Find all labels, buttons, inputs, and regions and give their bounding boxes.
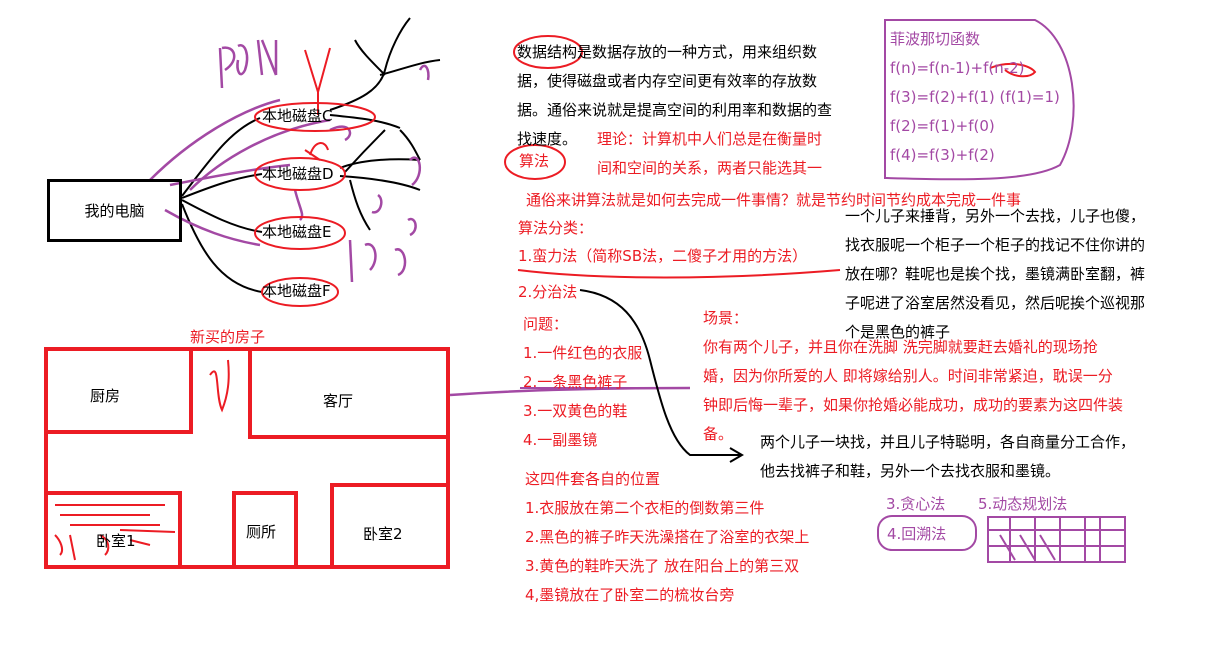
intro-paragraph: 数据结构是数据存放的一种方式，用来组织数 据，使得磁盘或者内存空间更有效率的存放… <box>517 38 832 154</box>
problem-list: 问题： 1.一件红色的衣服 2.一条黑色裤子 3.一双黄色的鞋 4.一副墨镜 <box>523 310 642 455</box>
scenario-line: 婚，因为你所爱的人 即将嫁给别人。时间非常紧迫，耽误一分 <box>703 367 1113 385</box>
algorithm-definition: 通俗来讲算法就是如何去完成一件事情？就是节约时间节约成本完成一件事 <box>526 191 1022 209</box>
classification-title: 算法分类： <box>518 219 594 237</box>
divide-arrow <box>579 289 744 463</box>
theory-text: 理论：计算机中人们总是在衡量时 间和空间的关系，两者只能选其一 <box>597 125 822 183</box>
fibonacci-block: 菲波那切函数 f(n)=f(n-1)+f(n-2) f(3)=f(2)+f(1)… <box>890 25 1060 170</box>
problem-item: 3.一双黄色的鞋 <box>523 402 628 420</box>
story-line: 他去找裤子和鞋，另外一个去找衣服和墨镜。 <box>760 462 1061 480</box>
story-line: 子呢进了浴室居然没看见，然后呢挨个巡视那 <box>845 294 1146 312</box>
story-line: 两个儿子一块找，并且儿子特聪明，各自商量分工合作， <box>760 433 1136 451</box>
disk-f-label: 本地磁盘F <box>262 282 331 300</box>
problem-title: 问题： <box>523 315 569 333</box>
disk-e-label: 本地磁盘E <box>262 223 332 241</box>
fibonacci-line: f(n)=f(n-1)+f(n-2) <box>890 59 1025 77</box>
my-computer-box: 我的电脑 <box>47 179 182 242</box>
fibonacci-line: f(4)=f(3)+f(2) <box>890 146 995 164</box>
computer-disk-links <box>181 17 441 293</box>
scenario-title: 场景： <box>703 309 749 327</box>
scenario-line: 你有两个儿子，并且你在洗脚 洗完脚就要赶去婚礼的现场抢 <box>703 338 1098 356</box>
story-line: 一个儿子来捶背，另外一个去找，儿子也傻， <box>845 207 1146 225</box>
problem-item: 2.一条黑色裤子 <box>523 373 628 391</box>
theory-line: 理论：计算机中人们总是在衡量时 <box>597 130 823 148</box>
divide-conquer-story: 两个儿子一块找，并且儿子特聪明，各自商量分工合作， 他去找裤子和鞋，另外一个去找… <box>760 428 1135 486</box>
fibonacci-line: f(2)=f(1)+f(0) <box>890 117 995 135</box>
story-line: 放在哪？鞋呢也是挨个找，墨镜满卧室翻，裤 <box>845 265 1146 283</box>
theory-line: 间和空间的关系，两者只能选其一 <box>597 159 823 177</box>
greedy-method: 3.贪心法 <box>886 495 946 513</box>
house-outline <box>44 347 450 569</box>
divide-conquer-method: 2.分治法 <box>518 283 578 301</box>
disk-d-label: 本地磁盘D <box>262 165 334 183</box>
intro-line: 据，使得磁盘或者内存空间更有效率的存放数 <box>517 72 818 90</box>
dynamic-programming-method: 5.动态规划法 <box>978 495 1068 513</box>
room-kitchen: 厨房 <box>90 387 121 405</box>
position-item: 4,墨镜放在了卧室二的梳妆台旁 <box>525 586 735 604</box>
intro-line: 找速度。 <box>517 130 578 148</box>
intro-line: 数据结构是数据存放的一种方式，用来组织数 <box>517 43 818 61</box>
my-computer-label: 我的电脑 <box>84 202 145 220</box>
fibonacci-title: 菲波那切函数 <box>890 30 981 48</box>
house-title: 新买的房子 <box>190 328 266 346</box>
purple-scribbles <box>149 39 691 397</box>
fibonacci-bracket <box>884 19 1075 181</box>
room-bedroom1: 卧室1 <box>96 532 136 550</box>
position-item: 2.黑色的裤子昨天洗澡搭在了浴室的衣架上 <box>525 528 810 546</box>
house-scribbles <box>54 359 230 561</box>
brute-force-method: 1.蛮力法（简称SB法，二傻子才用的方法） <box>518 247 808 265</box>
room-living: 客厅 <box>323 392 354 410</box>
story-line: 找衣服呢一个柜子一个柜子的找记不住你讲的 <box>845 236 1146 254</box>
problem-item: 4.一副墨镜 <box>523 431 598 449</box>
scenario-line: 钟即后悔一辈子，如果你抢婚必能成功，成功的要素为这四件装 <box>703 396 1124 414</box>
position-item: 3.黄色的鞋昨天洗了 放在阳台上的第三双 <box>525 557 800 575</box>
fibonacci-line: f(3)=f(2)+f(1) (f(1)=1) <box>890 88 1060 106</box>
disk-c-label: 本地磁盘C <box>262 107 333 125</box>
scenario-line: 备。 <box>703 425 734 443</box>
brute-force-story: 一个儿子来捶背，另外一个去找，儿子也傻， 找衣服呢一个柜子一个柜子的找记不住你讲… <box>845 202 1145 347</box>
more-methods-shapes <box>877 515 1126 563</box>
scenario-block: 场景： 你有两个儿子，并且你在洗脚 洗完脚就要赶去婚礼的现场抢 婚，因为你所爱的… <box>703 304 1123 449</box>
red-disk-ellipses <box>254 35 1037 307</box>
positions-title: 这四件套各自的位置 <box>525 470 661 488</box>
positions-list: 这四件套各自的位置 1.衣服放在第二个衣柜的倒数第三件 2.黑色的裤子昨天洗澡搭… <box>525 465 809 610</box>
intro-line: 据。通俗来说就是提高空间的利用率和数据的查 <box>517 101 833 119</box>
problem-item: 1.一件红色的衣服 <box>523 344 643 362</box>
story-line: 个是黑色的裤子 <box>845 323 951 341</box>
position-item: 1.衣服放在第二个衣柜的倒数第三件 <box>525 499 765 517</box>
room-bedroom2: 卧室2 <box>363 525 403 543</box>
room-toilet: 厕所 <box>246 523 277 541</box>
algorithm-label: 算法 <box>519 152 550 170</box>
backtracking-method: 4.回溯法 <box>887 525 947 543</box>
